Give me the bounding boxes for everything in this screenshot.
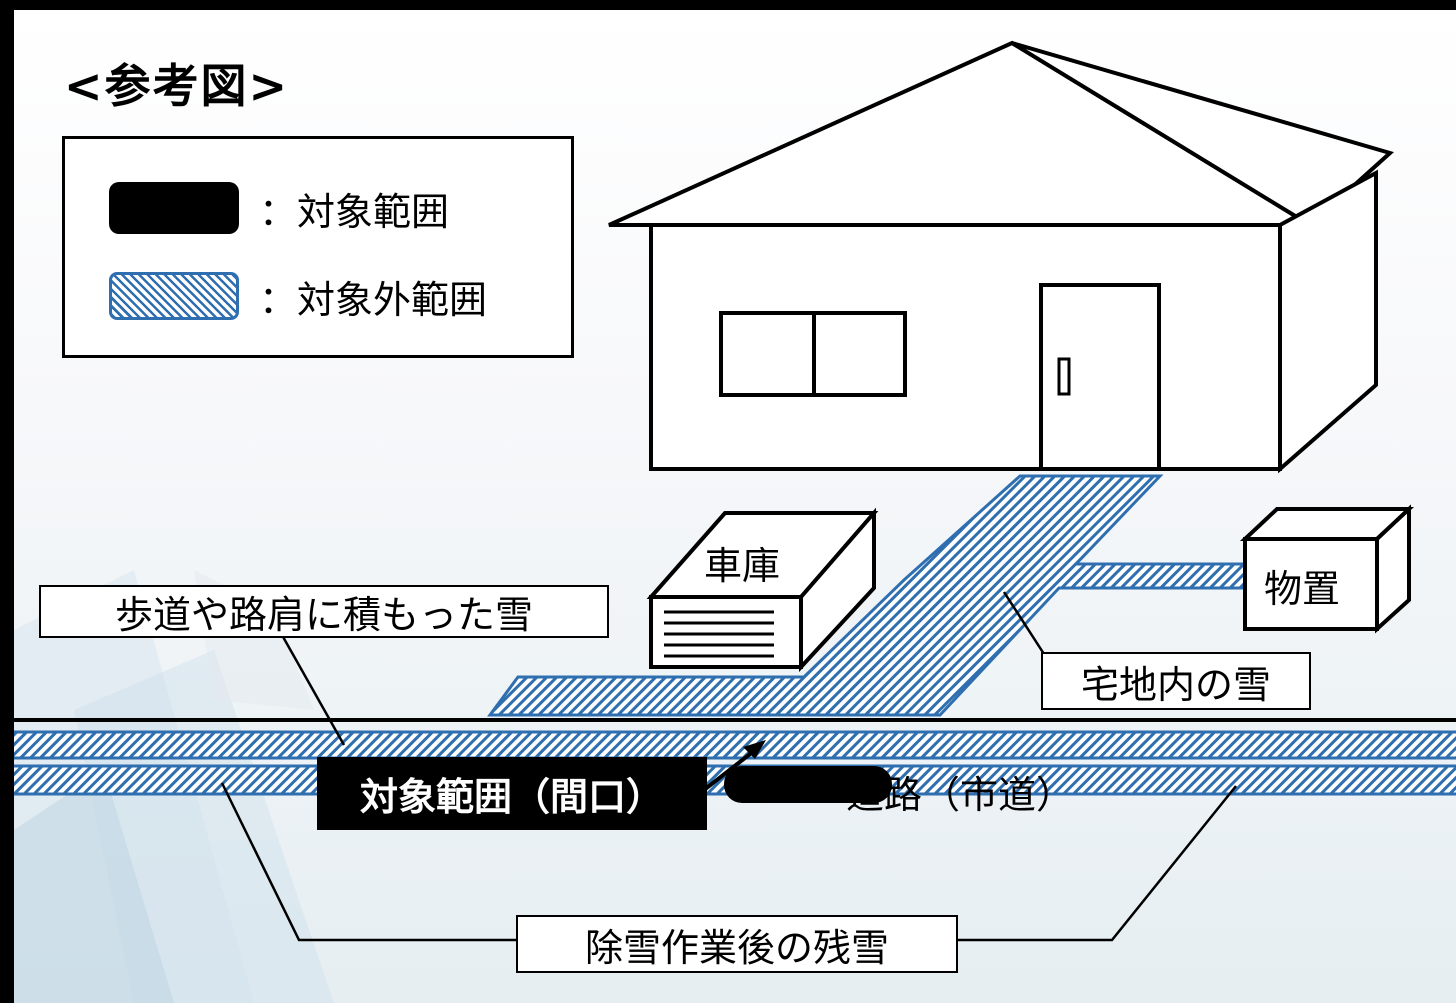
house-window — [719, 311, 907, 397]
sidewalk-snow-callout: 歩道や路肩に積もった雪 — [39, 585, 609, 638]
storage-shed — [1239, 504, 1415, 634]
legend-swatch-excluded — [109, 272, 239, 320]
legend-row-excluded: ：対象外範囲 — [109, 269, 487, 323]
house-door — [1039, 283, 1161, 471]
road-label: 道路（市道） — [846, 773, 1075, 817]
scene-illustration — [14, 40, 1456, 942]
diagram-canvas: <参考図> ：対象範囲 ：対象外範囲 車庫 物置 歩道や路肩に積もった雪 宅地内… — [14, 10, 1456, 1003]
page-title: <参考図> — [64, 59, 290, 113]
legend-row-target: ：対象範囲 — [109, 181, 449, 235]
legend-label-excluded: ：対象外範囲 — [259, 277, 488, 322]
target-arrow — [702, 740, 766, 792]
target-frontage-shape — [724, 766, 892, 803]
storage-label: 物置 — [1264, 567, 1341, 611]
residual-snow-callout: 除雪作業後の残雪 — [516, 915, 958, 973]
legend-label-target: ：対象範囲 — [259, 189, 450, 234]
house-roof — [608, 40, 1395, 228]
legend-swatch-target — [109, 182, 239, 234]
target-frontage-label: 対象範囲（間口） — [317, 757, 707, 830]
yard-snow-callout: 宅地内の雪 — [1041, 652, 1311, 710]
sidewalk-snow-strip — [14, 730, 1456, 760]
garage-label: 車庫 — [704, 544, 781, 588]
leader-lines — [220, 591, 1237, 942]
garage — [646, 507, 879, 673]
legend-box: ：対象範囲 ：対象外範囲 — [62, 136, 574, 358]
yard-snow-path — [487, 474, 1247, 717]
